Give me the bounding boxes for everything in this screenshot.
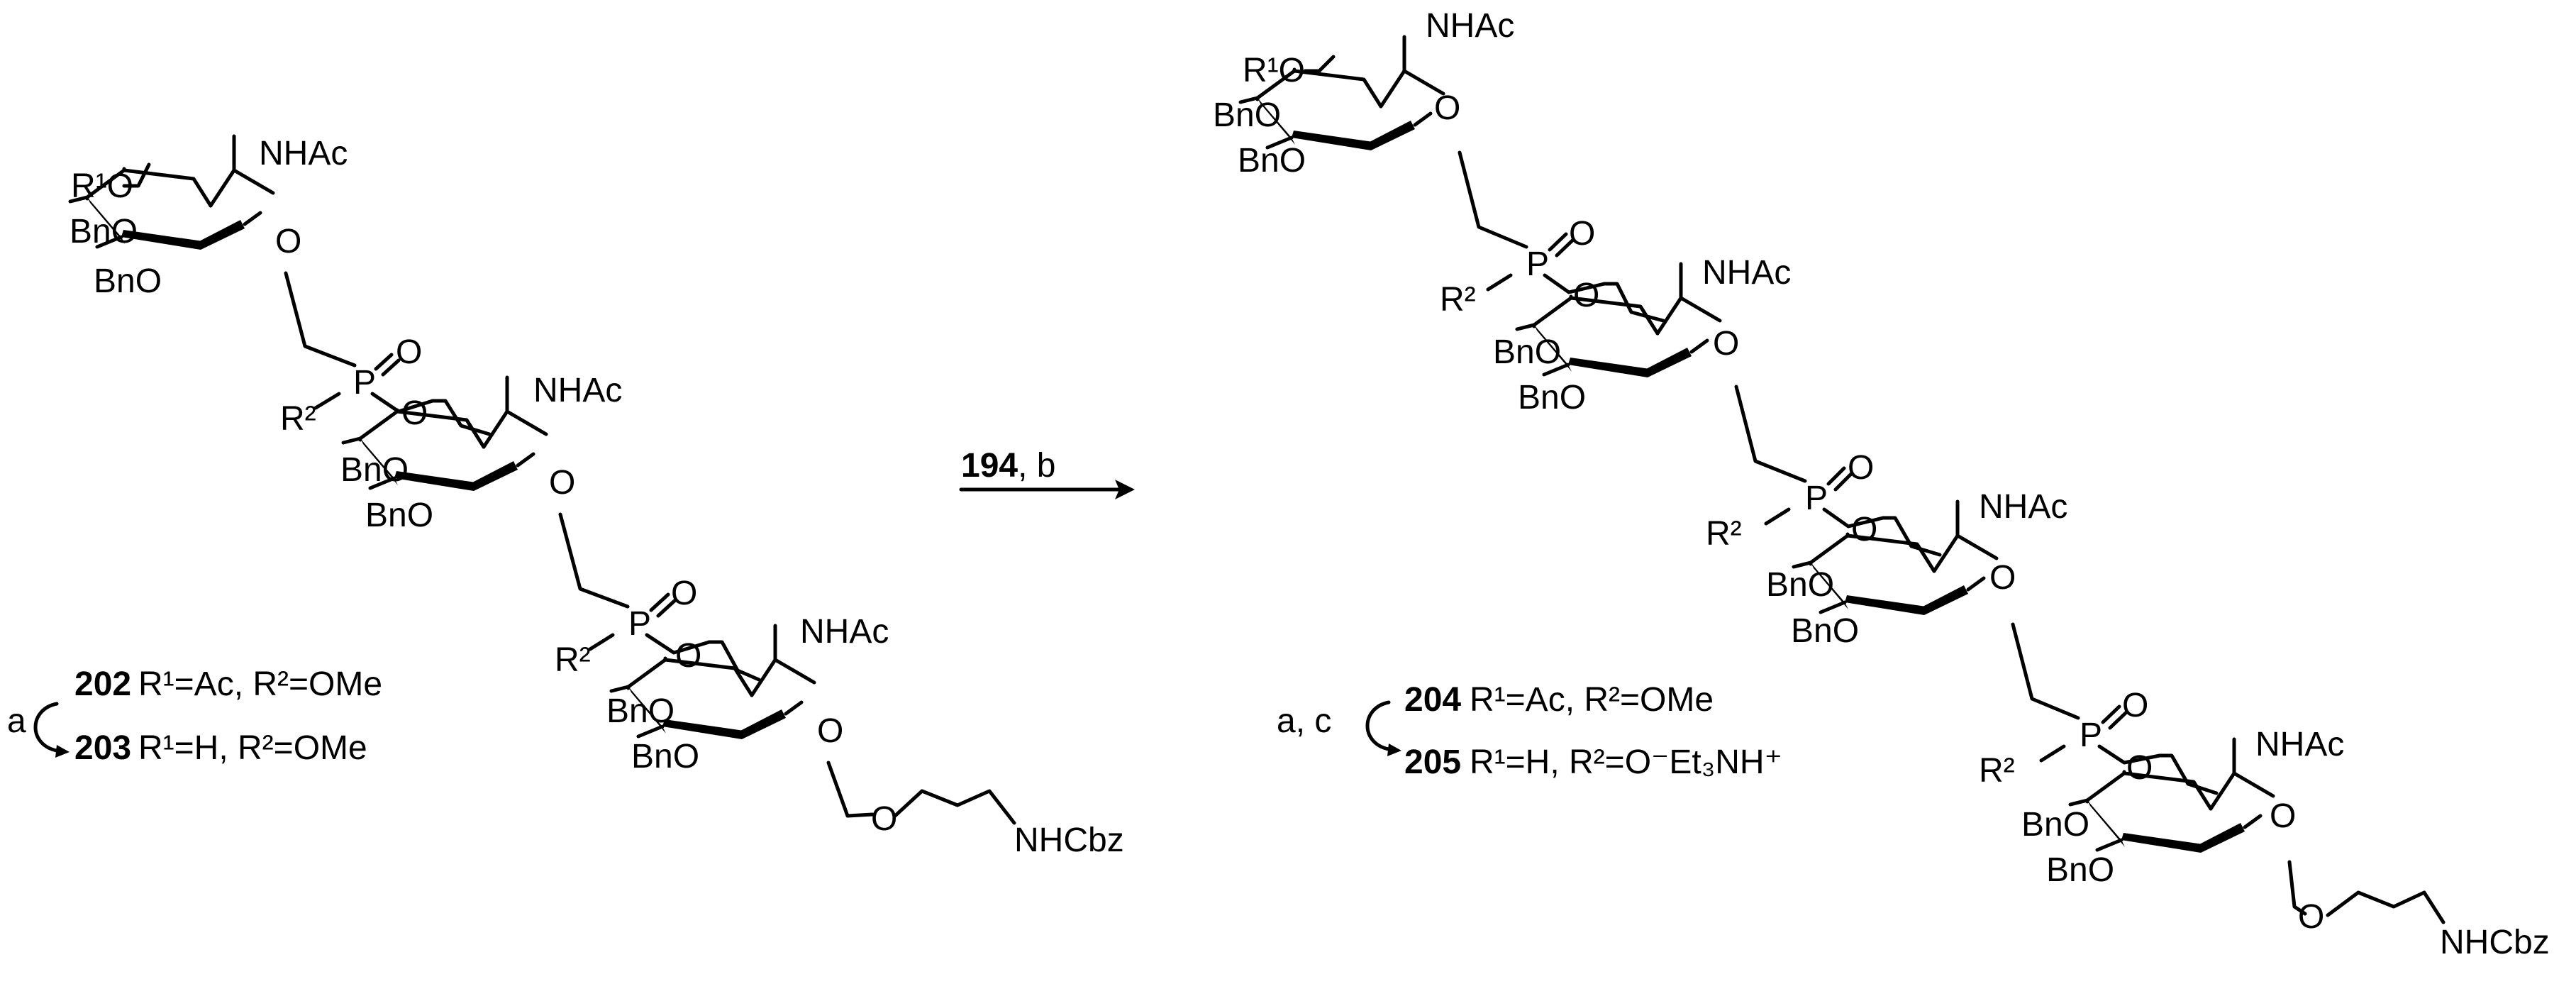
r2-label: R² xyxy=(1440,281,1476,319)
left-spacer: O NHCbz xyxy=(826,761,1124,859)
compound-substituents: R¹=Ac, R²=OMe xyxy=(1470,681,1714,719)
nhcbz-label: NHCbz xyxy=(1014,822,1124,859)
left-unit-3: NHAc BnO BnO O xyxy=(606,613,889,775)
right-unit-2: NHAc BnO BnO O xyxy=(1493,254,1791,416)
r1o-label: R¹O xyxy=(1243,52,1305,89)
left-linker-2: P O R² O xyxy=(555,512,711,679)
bno-label: BnO xyxy=(606,692,674,730)
compound-substituents: R¹=Ac, R²=OMe xyxy=(138,665,382,703)
bno-label: BnO xyxy=(1766,566,1834,604)
ring-oxygen: O xyxy=(549,464,575,502)
bno-label: BnO xyxy=(1238,142,1306,179)
right-unit-3: NHAc BnO BnO O xyxy=(1766,488,2067,650)
compound-substituents: R¹=H, R²=O⁻Et₃NH⁺ xyxy=(1470,743,1782,781)
reagent-step: , b xyxy=(1018,447,1055,485)
bno-label: BnO xyxy=(94,262,162,300)
bno-label: BnO xyxy=(2021,806,2089,844)
bno-label: BnO xyxy=(2046,851,2114,889)
nhcbz-label: NHCbz xyxy=(2440,924,2550,961)
step-label: a, c xyxy=(1277,702,1331,740)
compound-number: 202 xyxy=(74,665,131,703)
nhac-label: NHAc xyxy=(1426,7,1514,45)
ring-oxygen: O xyxy=(1434,89,1460,127)
phosphorus-label: P xyxy=(2080,717,2102,754)
right-legend: a, c 204 R¹=Ac, R²=OMe 205 R¹=H, R²=O⁻Et… xyxy=(1277,681,1782,781)
phosphorus-label: P xyxy=(353,364,376,402)
ring-oxygen: O xyxy=(817,712,843,750)
phosphoryl-oxygen: O xyxy=(2122,687,2148,724)
ring-oxygen: O xyxy=(1713,325,1739,363)
right-unit-1: R¹O NHAc BnO BnO O xyxy=(1213,7,1514,179)
r1o-label: R¹O xyxy=(71,167,133,205)
reagent-compound: 194 xyxy=(961,447,1018,485)
left-unit-1: R¹O NHAc BnO BnO O xyxy=(70,135,348,300)
right-unit-4: NHAc BnO BnO O xyxy=(2021,726,2344,889)
bno-label: BnO xyxy=(1213,96,1281,134)
phosphoryl-oxygen: O xyxy=(671,575,697,612)
nhac-label: NHAc xyxy=(1702,254,1791,292)
right-compound: R¹O NHAc BnO BnO O P O R² O NHAc BnO BnO… xyxy=(1213,7,2550,961)
phosphorus-label: P xyxy=(628,605,651,643)
phosphorus-label: P xyxy=(1526,245,1549,283)
r2-label: R² xyxy=(280,400,316,438)
compound-substituents: R¹=H, R²=OMe xyxy=(138,729,367,767)
reaction-arrow: 194, b xyxy=(959,447,1135,499)
r2-label: R² xyxy=(1706,515,1742,553)
nhac-label: NHAc xyxy=(1979,488,2067,526)
ring-oxygen: O xyxy=(275,223,301,260)
ester-oxygen: O xyxy=(1573,277,1599,314)
arrow-reagents: 194, b xyxy=(961,447,1055,485)
nhac-label: NHAc xyxy=(800,613,889,651)
compound-number: 205 xyxy=(1404,743,1461,781)
phosphoryl-oxygen: O xyxy=(1848,449,1874,487)
bno-label: BnO xyxy=(1493,333,1561,371)
r2-label: R² xyxy=(555,641,591,679)
left-compound: R¹O NHAc BnO BnO O P O R² O NHAc BnO BnO… xyxy=(70,135,1124,859)
bno-label: BnO xyxy=(340,451,409,489)
right-linker-1: P O R² O xyxy=(1440,150,1606,319)
r2-label: R² xyxy=(1979,752,2015,790)
bno-label: BnO xyxy=(70,213,138,250)
right-spacer: O NHCbz xyxy=(2287,860,2550,961)
left-legend: a 202 R¹=Ac, R²=OMe 203 R¹=H, R²=OMe xyxy=(7,665,382,767)
step-label: a xyxy=(7,702,26,740)
phosphoryl-oxygen: O xyxy=(1569,215,1595,253)
nhac-label: NHAc xyxy=(533,372,622,409)
bno-label: BnO xyxy=(1518,379,1586,416)
right-linker-3: P O R² O xyxy=(1979,622,2162,790)
bno-label: BnO xyxy=(1791,612,1859,650)
bno-label: BnO xyxy=(631,738,699,775)
left-unit-2: NHAc BnO BnO O xyxy=(340,372,622,534)
ester-oxygen: O xyxy=(2126,749,2153,787)
phosphoryl-oxygen: O xyxy=(396,333,422,371)
nhac-label: NHAc xyxy=(2255,726,2344,763)
compound-number: 204 xyxy=(1404,681,1461,719)
bno-label: BnO xyxy=(365,497,433,534)
right-linker-2: P O R² O xyxy=(1706,385,1885,553)
ring-oxygen: O xyxy=(1989,559,2016,597)
compound-number: 203 xyxy=(74,729,131,767)
nhac-label: NHAc xyxy=(259,135,348,172)
glycosidic-oxygen: O xyxy=(2298,898,2324,936)
phosphorus-label: P xyxy=(1805,480,1828,517)
ring-oxygen: O xyxy=(2270,797,2296,835)
ester-oxygen: O xyxy=(1851,511,1877,548)
ester-oxygen: O xyxy=(675,637,701,675)
glycosidic-oxygen: O xyxy=(871,800,897,838)
